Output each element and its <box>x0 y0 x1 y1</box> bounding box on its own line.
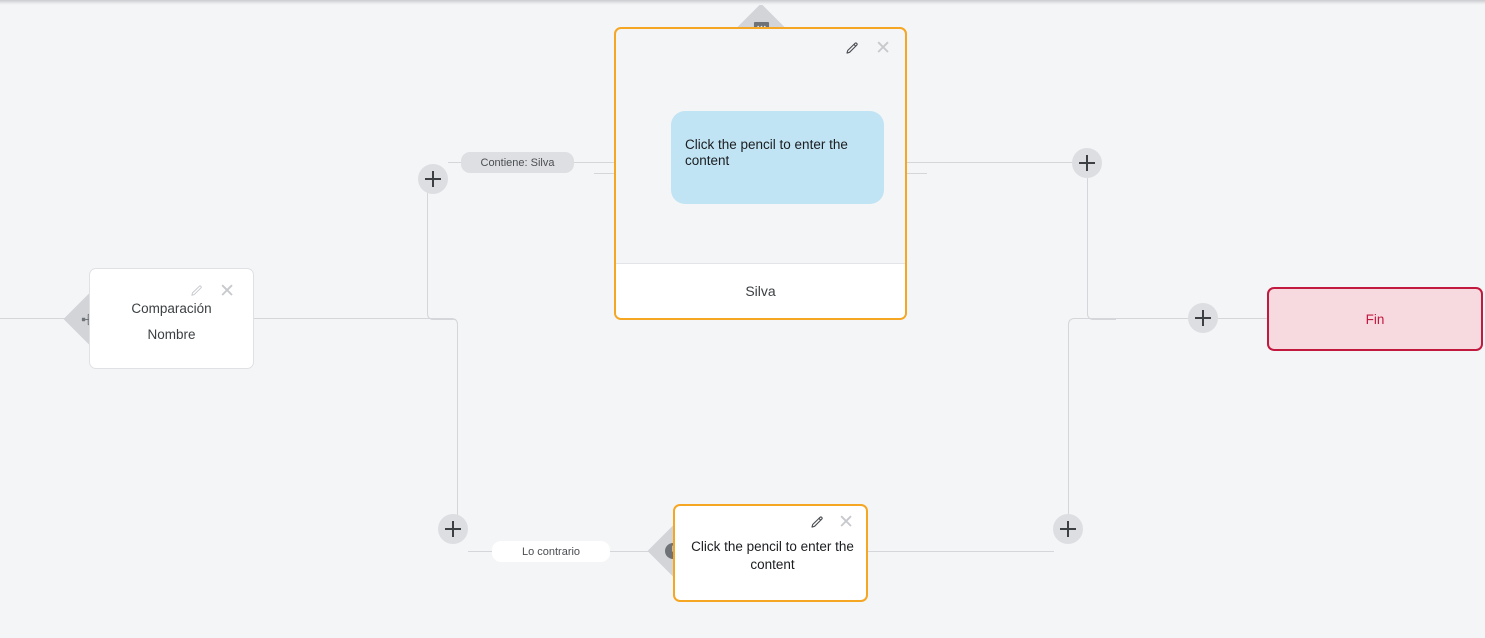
add-node-before-end[interactable] <box>1188 303 1218 333</box>
pencil-icon[interactable] <box>190 285 203 298</box>
comparison-subtitle: Nombre <box>147 327 196 342</box>
wait-node-text: Click the pencil to enter the content <box>691 539 854 572</box>
comparison-title: Comparación <box>131 301 212 316</box>
edge-incoming <box>0 318 72 320</box>
edge-plus-to-end <box>1218 318 1268 320</box>
end-node-label: Fin <box>1365 311 1385 327</box>
comparison-node[interactable]: ✕ Comparación Nombre <box>89 268 254 369</box>
add-node-true-branch[interactable] <box>418 164 448 194</box>
close-icon[interactable]: ✕ <box>875 38 891 59</box>
edge-message-to-plus <box>907 162 1072 164</box>
edge-false-to-label <box>468 551 494 553</box>
pencil-icon[interactable] <box>810 515 824 530</box>
edge-card-right-tail <box>905 173 927 175</box>
edge-merge-bottom <box>1068 318 1077 537</box>
edge-label-true-text: Contiene: Silva <box>480 156 555 169</box>
edge-merge-to-end-plus <box>1114 318 1189 320</box>
edge-label-false[interactable]: Lo contrario <box>492 541 610 562</box>
end-node[interactable]: Fin <box>1267 287 1483 351</box>
edge-bottom-merge-row <box>1074 318 1116 320</box>
edge-card-left-tail <box>594 173 616 175</box>
edge-label-false-text: Lo contrario <box>521 545 581 558</box>
edge-split-corner-bottom <box>449 318 458 531</box>
edge-comparison-out <box>254 318 449 320</box>
edge-false-label-to-card <box>609 551 654 553</box>
wait-node-actions: ✕ <box>810 513 854 532</box>
edge-label-to-card <box>568 162 614 164</box>
close-icon[interactable]: ✕ <box>219 281 235 302</box>
pencil-icon[interactable] <box>845 41 859 56</box>
message-node-footer: Silva <box>616 263 905 318</box>
edge-merge-top <box>1087 178 1116 320</box>
edge-label-true[interactable]: Contiene: Silva <box>461 152 574 173</box>
top-shadow-strip <box>0 0 1485 5</box>
close-icon[interactable]: ✕ <box>838 512 854 533</box>
message-node[interactable]: ✕ Click the pencil to enter the content … <box>614 27 907 320</box>
add-node-false-branch[interactable] <box>438 514 468 544</box>
add-node-after-wait[interactable] <box>1053 514 1083 544</box>
message-bubble: Click the pencil to enter the content <box>671 111 884 204</box>
wait-node[interactable]: ✕ Click the pencil to enter the content <box>673 504 868 602</box>
edge-split-corner-top <box>427 179 456 320</box>
message-node-actions: ✕ <box>845 39 891 58</box>
add-node-after-message[interactable] <box>1072 148 1102 178</box>
comparison-node-actions: ✕ <box>190 282 235 301</box>
edge-wait-to-plus <box>868 551 1054 553</box>
edge-true-to-label <box>448 162 466 164</box>
